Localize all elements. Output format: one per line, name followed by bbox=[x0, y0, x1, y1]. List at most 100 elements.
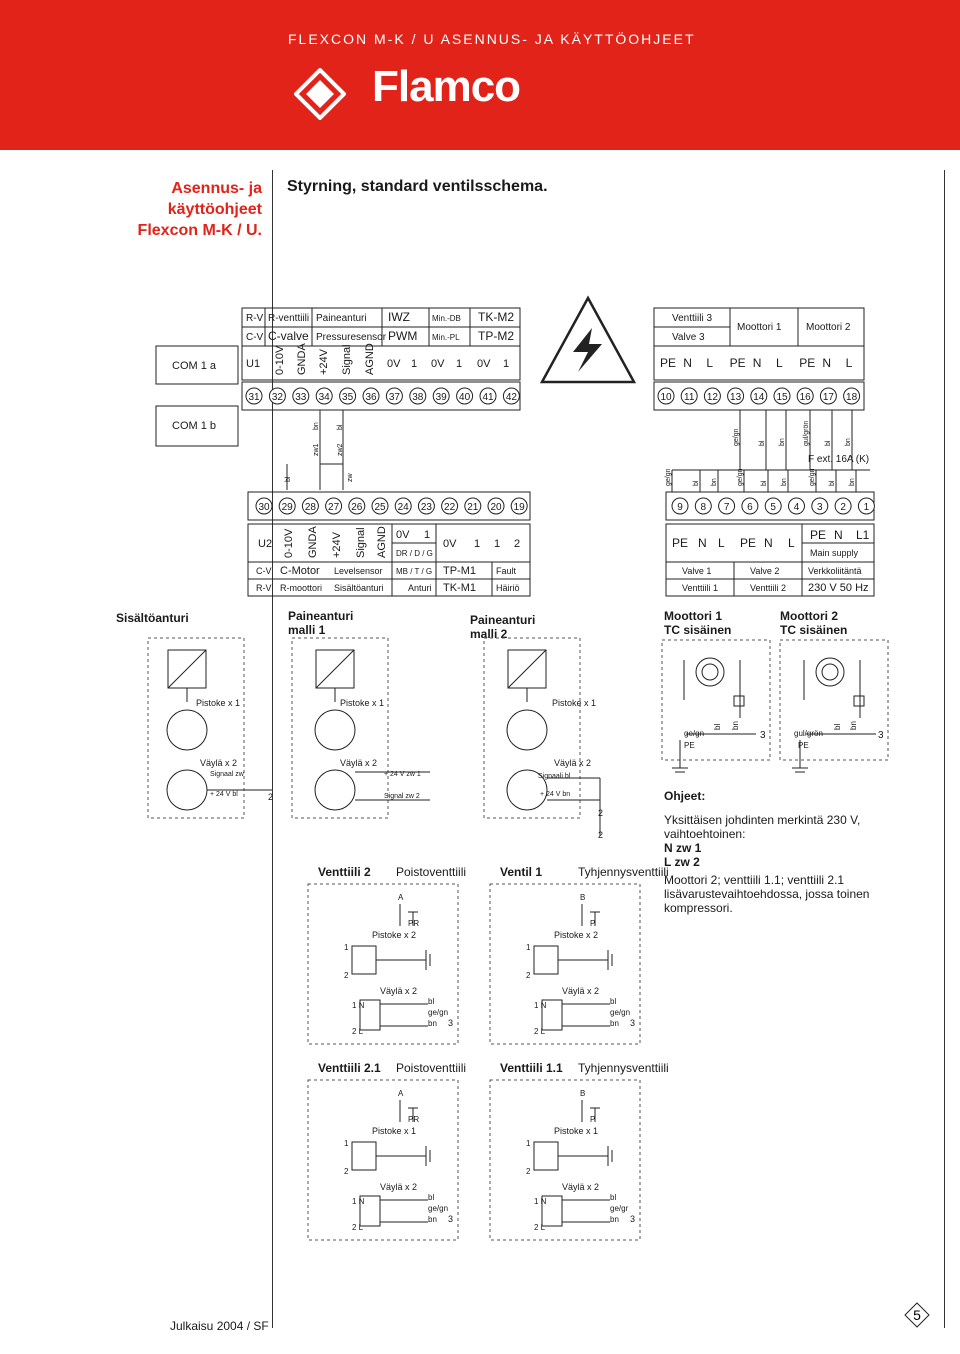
plug-label: Pistoke x 1 bbox=[196, 698, 240, 708]
document-title: FLEXCON M-K / U ASENNUS- JA KÄYTTÖOHJEET bbox=[288, 31, 696, 47]
valve-coil bbox=[533, 1141, 559, 1171]
terminal-number: 3 bbox=[817, 502, 823, 513]
valve-frame bbox=[489, 883, 641, 1045]
pin-r2: 230 V 50 Hz bbox=[808, 582, 869, 594]
pin-label: 1 N bbox=[534, 1197, 547, 1206]
motor-wire: 3 bbox=[760, 730, 766, 741]
power-in-signal: PE bbox=[810, 528, 826, 542]
power-out-block: Venttiili 3 Valve 3 Moottori 1 Moottori … bbox=[653, 307, 865, 411]
wire-label: ge/gr bbox=[610, 1204, 629, 1213]
wire-label: bn bbox=[313, 422, 320, 430]
pin-label: 1 bbox=[526, 1139, 531, 1148]
pin-label: 2 L bbox=[534, 1027, 546, 1036]
com1a-signal: 1 bbox=[456, 358, 462, 370]
power-out-signal: N bbox=[822, 356, 831, 370]
section-p2: malli 2 bbox=[470, 627, 508, 641]
terminal-circle bbox=[694, 497, 712, 515]
com1a-signal: 0V bbox=[431, 358, 445, 370]
com1b-r2: R-moottori bbox=[280, 583, 322, 593]
wire-label: bl bbox=[610, 1193, 616, 1202]
com1a-signal: 0V bbox=[387, 358, 401, 370]
wire-label: ge/gn bbox=[428, 1204, 448, 1213]
com1a-block: COM 1 a R-V R-venttiili Paineanturi IWZ … bbox=[155, 307, 521, 411]
valve-port: B bbox=[580, 893, 585, 902]
power-in-signal: L bbox=[718, 536, 725, 550]
terminal-circle bbox=[843, 387, 861, 405]
terminal-circle bbox=[718, 497, 736, 515]
com1b-r1: Levelsensor bbox=[334, 566, 383, 576]
terminal-circle bbox=[657, 387, 675, 405]
terminal-circle bbox=[796, 387, 814, 405]
com1a-r2: TP-M2 bbox=[478, 329, 514, 343]
terminal-circle bbox=[773, 387, 791, 405]
terminal-number: 28 bbox=[305, 502, 317, 513]
motor-wire: bl bbox=[713, 724, 722, 730]
pin-label: 3 bbox=[630, 1214, 635, 1224]
notes-line: Yksittäisen johdinten merkintä 230 V, bbox=[664, 813, 860, 827]
terminal-circle bbox=[292, 387, 310, 405]
wire-label: bl bbox=[693, 480, 700, 486]
com1b-mid: 1 bbox=[474, 538, 480, 550]
bus-label: Väylä x 2 bbox=[380, 1182, 417, 1192]
section-m2: TC sisäinen bbox=[780, 623, 847, 637]
bus-connector bbox=[359, 1195, 381, 1227]
wire-label: zw1 bbox=[313, 443, 320, 456]
terminal-number: 9 bbox=[677, 502, 683, 513]
motor-wire: PE bbox=[798, 741, 809, 750]
notes-line: L zw 2 bbox=[664, 855, 700, 869]
com1a-r1: IWZ bbox=[388, 310, 410, 324]
terminal-number: 6 bbox=[747, 502, 753, 513]
valve-subtitle: Poistoventtiili bbox=[396, 865, 466, 879]
plug-label: Pistoke x 1 bbox=[340, 698, 384, 708]
valve-port: B bbox=[580, 1089, 585, 1098]
terminal-number: 42 bbox=[506, 392, 518, 403]
wire-label: bl bbox=[428, 997, 434, 1006]
com1b-label: COM 1 b bbox=[172, 420, 216, 432]
com1a-signal: +24V bbox=[318, 348, 330, 375]
pin-label: 1 N bbox=[352, 1001, 365, 1010]
wire-label: + 24 V bn bbox=[540, 791, 570, 798]
bus-label: Väylä x 2 bbox=[380, 986, 417, 996]
bus-label: Väylä x 2 bbox=[340, 758, 377, 768]
motor-wire: PE bbox=[684, 741, 695, 750]
bus-label: Väylä x 2 bbox=[554, 758, 591, 768]
wire-label: ge/gn bbox=[737, 468, 744, 486]
power-out-signal: L bbox=[776, 356, 783, 370]
wire-label: ge/gn bbox=[733, 428, 740, 446]
wire-label: zw bbox=[347, 473, 354, 483]
wire-label: + 24 V zw 1 bbox=[384, 771, 421, 778]
motor-diagrams: ge/gn bl bn 3 PE gul/grön bl bn 3 PE bbox=[661, 639, 889, 773]
com1b-r1: C-V bbox=[256, 566, 272, 576]
terminal-number: 37 bbox=[389, 392, 401, 403]
com1a-r2: PWM bbox=[388, 329, 417, 343]
valve-frame bbox=[307, 1079, 459, 1241]
pin-label: 1 bbox=[344, 1139, 349, 1148]
terminal-circle bbox=[301, 497, 319, 515]
valve-title: Venttiili 1.1 bbox=[500, 1061, 563, 1075]
com1b-mid: 1 bbox=[494, 538, 500, 550]
pin-label: 1 N bbox=[534, 1001, 547, 1010]
page-number-badge: 5 bbox=[904, 1302, 930, 1328]
pin-r2: Venttiili 2 bbox=[750, 583, 786, 593]
power-in-signal: PE bbox=[740, 536, 756, 550]
terminal-number: 29 bbox=[282, 502, 294, 513]
com1b-signal: Signal bbox=[355, 527, 367, 558]
motor-wire: 3 bbox=[878, 730, 884, 741]
pin-label: 2 L bbox=[352, 1223, 364, 1232]
side-title-line: käyttöohjeet bbox=[167, 201, 262, 218]
wire-label: bn bbox=[779, 438, 786, 446]
com1b-mid: 2 bbox=[514, 538, 520, 550]
valve-title: Venttiili 2.1 bbox=[318, 1061, 381, 1075]
valve-port: PR bbox=[408, 919, 419, 928]
pin-label: 2 bbox=[268, 792, 273, 802]
terminal-circle bbox=[432, 387, 450, 405]
notes-line: kompressori. bbox=[664, 901, 733, 915]
terminal-circle bbox=[456, 387, 474, 405]
terminal-circle bbox=[268, 387, 286, 405]
com1a-r1: R-venttiili bbox=[268, 313, 309, 324]
notes-line: vaihtoehtoinen: bbox=[664, 827, 745, 841]
wire-label: + 24 V bl bbox=[210, 791, 238, 798]
